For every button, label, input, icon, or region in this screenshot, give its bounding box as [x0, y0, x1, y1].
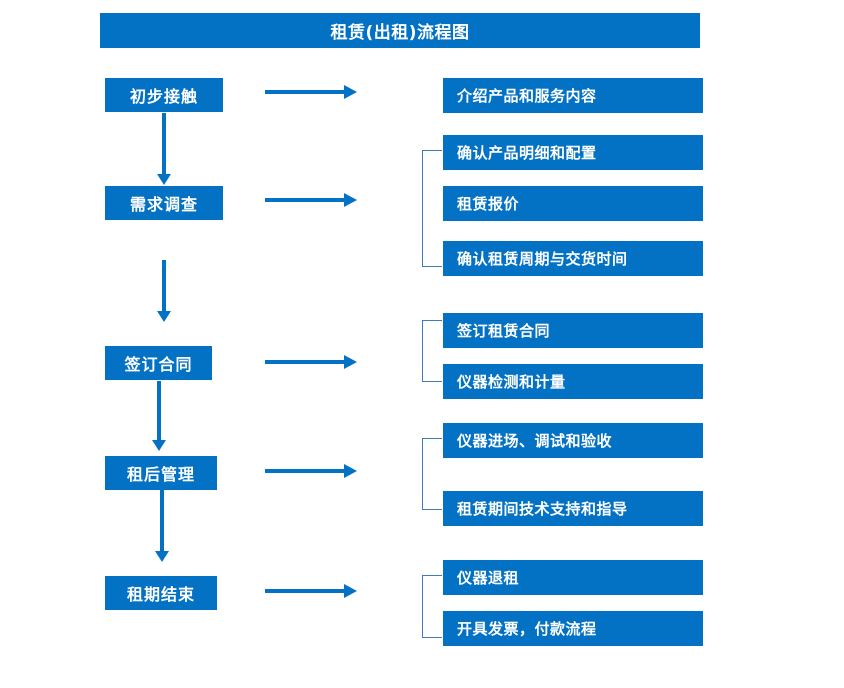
group-bracket-4 [422, 438, 442, 510]
arrow-shaft [162, 113, 166, 174]
arrow-head-icon [157, 174, 171, 185]
flow-arrow-down-4 [155, 490, 169, 562]
stage-box-1[interactable]: 初步接触 [105, 78, 223, 112]
flow-arrow-down-3 [152, 381, 166, 451]
detail-box-4-2[interactable]: 租赁期间技术支持和指导 [443, 491, 703, 526]
detail-box-3-1[interactable]: 签订租赁合同 [443, 313, 703, 348]
arrow-head-icon [344, 355, 357, 369]
arrow-shaft [162, 260, 166, 311]
stage-box-5[interactable]: 租期结束 [105, 576, 217, 610]
stage-box-3[interactable]: 签订合同 [105, 346, 212, 380]
group-bracket-5 [422, 575, 442, 638]
flow-arrow-down-1 [157, 113, 171, 185]
group-bracket-3 [422, 320, 442, 382]
flow-arrow-down-2 [157, 260, 171, 322]
arrow-head-icon [344, 584, 357, 598]
arrow-head-icon [344, 85, 357, 99]
stage-box-4[interactable]: 租后管理 [105, 456, 217, 490]
arrow-shaft [157, 381, 161, 440]
flow-arrow-right-1 [265, 85, 357, 99]
detail-box-5-1[interactable]: 仪器退租 [443, 560, 703, 595]
flow-arrow-right-4 [265, 464, 357, 478]
arrow-shaft [160, 490, 164, 551]
page-title: 租赁(出租)流程图 [100, 13, 700, 48]
arrow-head-icon [157, 311, 171, 322]
detail-box-3-2[interactable]: 仪器检测和计量 [443, 364, 703, 399]
flow-arrow-right-5 [265, 584, 357, 598]
detail-box-2-2[interactable]: 租赁报价 [443, 186, 703, 221]
arrow-shaft [265, 360, 345, 364]
flow-arrow-right-2 [265, 193, 357, 207]
arrow-shaft [265, 90, 345, 94]
arrow-head-icon [152, 440, 166, 451]
arrow-shaft [265, 469, 345, 473]
arrow-head-icon [344, 193, 357, 207]
arrow-shaft [265, 198, 345, 202]
detail-box-1-1[interactable]: 介绍产品和服务内容 [443, 78, 703, 113]
flow-arrow-right-3 [265, 355, 357, 369]
arrow-head-icon [344, 464, 357, 478]
arrow-head-icon [155, 551, 169, 562]
detail-box-2-1[interactable]: 确认产品明细和配置 [443, 135, 703, 170]
arrow-shaft [265, 589, 345, 593]
stage-box-2[interactable]: 需求调查 [105, 186, 223, 220]
detail-box-5-2[interactable]: 开具发票，付款流程 [443, 611, 703, 646]
detail-box-2-3[interactable]: 确认租赁周期与交货时间 [443, 241, 703, 276]
detail-box-4-1[interactable]: 仪器进场、调试和验收 [443, 423, 703, 458]
group-bracket-2 [422, 150, 442, 267]
